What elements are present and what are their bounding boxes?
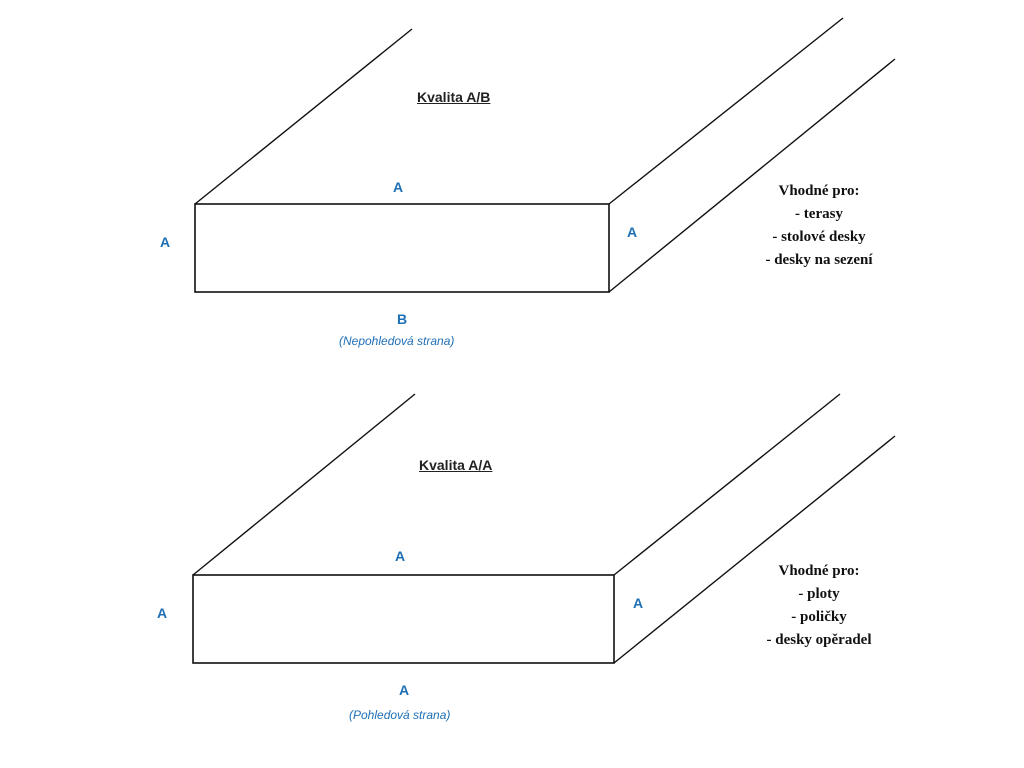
board-ab-right-bottom-edge <box>608 58 896 293</box>
panel-ab-top-label: A <box>393 179 404 195</box>
board-ab-front-face <box>194 203 610 293</box>
panel-ab-usage-heading: Vhodné pro: <box>778 183 860 199</box>
panel-aa-usage-item: - poličky <box>791 609 847 625</box>
panel-aa-right-label: A <box>633 595 644 611</box>
panel-aa-usage-item: - desky opěradel <box>766 632 872 648</box>
panel-aa-bottom-note: (Pohledová strana) <box>349 708 451 722</box>
board-aa-right-bottom-edge <box>613 435 896 664</box>
panel-ab-left-label: A <box>160 234 171 250</box>
panel-ab-bottom-label: B <box>397 311 408 327</box>
panel-ab-usage: Vhodné pro: - terasy - stolové desky - d… <box>729 180 909 272</box>
board-ab-drawing <box>194 17 896 293</box>
panel-ab-bottom-note: (Nepohledová strana) <box>339 334 455 348</box>
panel-aa-usage: Vhodné pro: - ploty - poličky - desky op… <box>729 560 909 652</box>
board-aa-front-face <box>192 574 615 664</box>
board-aa-drawing <box>192 393 896 664</box>
panel-ab-usage-item: - desky na sezení <box>765 252 873 268</box>
panel-aa-left-label: A <box>157 605 168 621</box>
panel-ab-title: Kvalita A/B <box>417 89 491 105</box>
board-aa-right-top-edge <box>613 393 841 576</box>
panel-aa-title: Kvalita A/A <box>419 457 493 473</box>
panel-aa-usage-heading: Vhodné pro: <box>778 563 860 579</box>
board-ab-left-edge <box>194 28 413 205</box>
panel-ab-right-label: A <box>627 224 638 240</box>
board-ab-right-top-edge <box>608 17 844 205</box>
panel-aa-bottom-label: A <box>399 682 410 698</box>
panel-ab-usage-item: - stolové desky <box>772 229 866 245</box>
panel-aa-top-label: A <box>395 548 406 564</box>
panel-ab-usage-item: - terasy <box>795 206 843 222</box>
board-aa-left-edge <box>192 393 416 576</box>
panel-aa-usage-item: - ploty <box>798 586 840 602</box>
